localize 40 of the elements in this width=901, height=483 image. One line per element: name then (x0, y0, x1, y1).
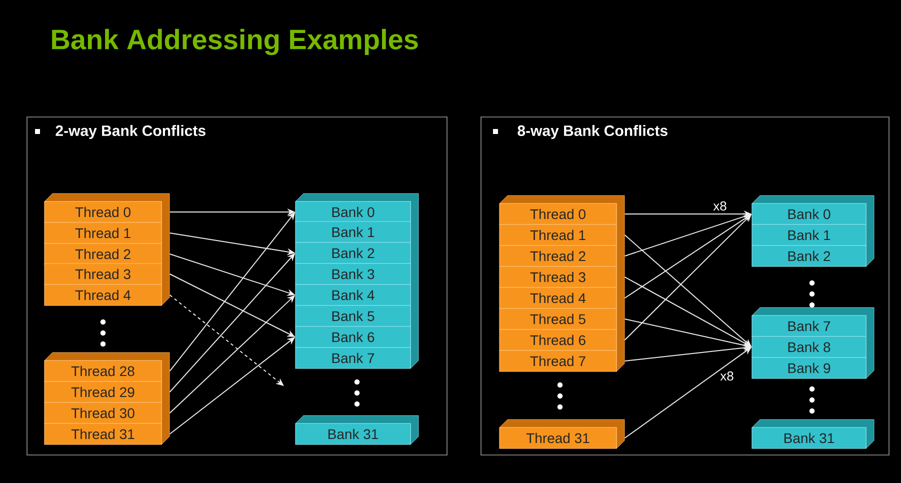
thread-cell: Thread 3 (44, 263, 162, 285)
bank-cell: Bank 7 (295, 347, 411, 369)
bank-cell: Bank 0 (752, 203, 866, 225)
thread-cell: Thread 31 (499, 427, 617, 449)
thread-cell: Thread 4 (499, 287, 617, 309)
bank-cell: Bank 5 (295, 305, 411, 327)
thread-cell: Thread 2 (44, 243, 162, 265)
bank-cell: Bank 1 (295, 221, 411, 243)
thread-cell: Thread 0 (44, 201, 162, 223)
thread-cell: Thread 6 (499, 329, 617, 351)
multiplier-label: x8 (713, 201, 726, 211)
thread-cell: Thread 5 (499, 308, 617, 330)
thread-cell: Thread 29 (44, 381, 162, 403)
thread-cell: Thread 3 (499, 266, 617, 288)
bank-cell: Bank 0 (295, 201, 411, 223)
bank-cell: Bank 9 (752, 357, 866, 379)
bank-cell: Bank 7 (752, 315, 866, 337)
arrow (169, 294, 284, 386)
thread-cell: Thread 7 (499, 350, 617, 372)
bank-cell: Bank 31 (295, 423, 411, 445)
thread-cell: Thread 1 (44, 222, 162, 244)
bank-cell: Bank 31 (752, 427, 866, 449)
thread-cell: Thread 28 (44, 360, 162, 382)
thread-cell: Thread 4 (44, 284, 162, 306)
thread-cell: Thread 30 (44, 402, 162, 424)
multiplier-label: x8 (720, 371, 734, 381)
bank-cell: Bank 6 (295, 326, 411, 348)
panel-heading: 8-way Bank Conflicts (518, 125, 668, 139)
bank-cell: Bank 3 (295, 263, 411, 285)
thread-cell: Thread 2 (499, 245, 617, 267)
thread-cell: Thread 31 (44, 423, 162, 445)
bank-cell: Bank 2 (295, 242, 411, 264)
bank-cell: Bank 2 (752, 245, 866, 267)
bank-cell: Bank 1 (752, 224, 866, 246)
slide-title: Bank Addressing Examples (52, 28, 418, 56)
bank-cell: Bank 8 (752, 336, 866, 358)
thread-cell: Thread 0 (499, 203, 617, 225)
bank-cell: Bank 4 (295, 284, 411, 306)
thread-cell: Thread 1 (499, 224, 617, 246)
panel-heading: 2-way Bank Conflicts (56, 125, 206, 139)
